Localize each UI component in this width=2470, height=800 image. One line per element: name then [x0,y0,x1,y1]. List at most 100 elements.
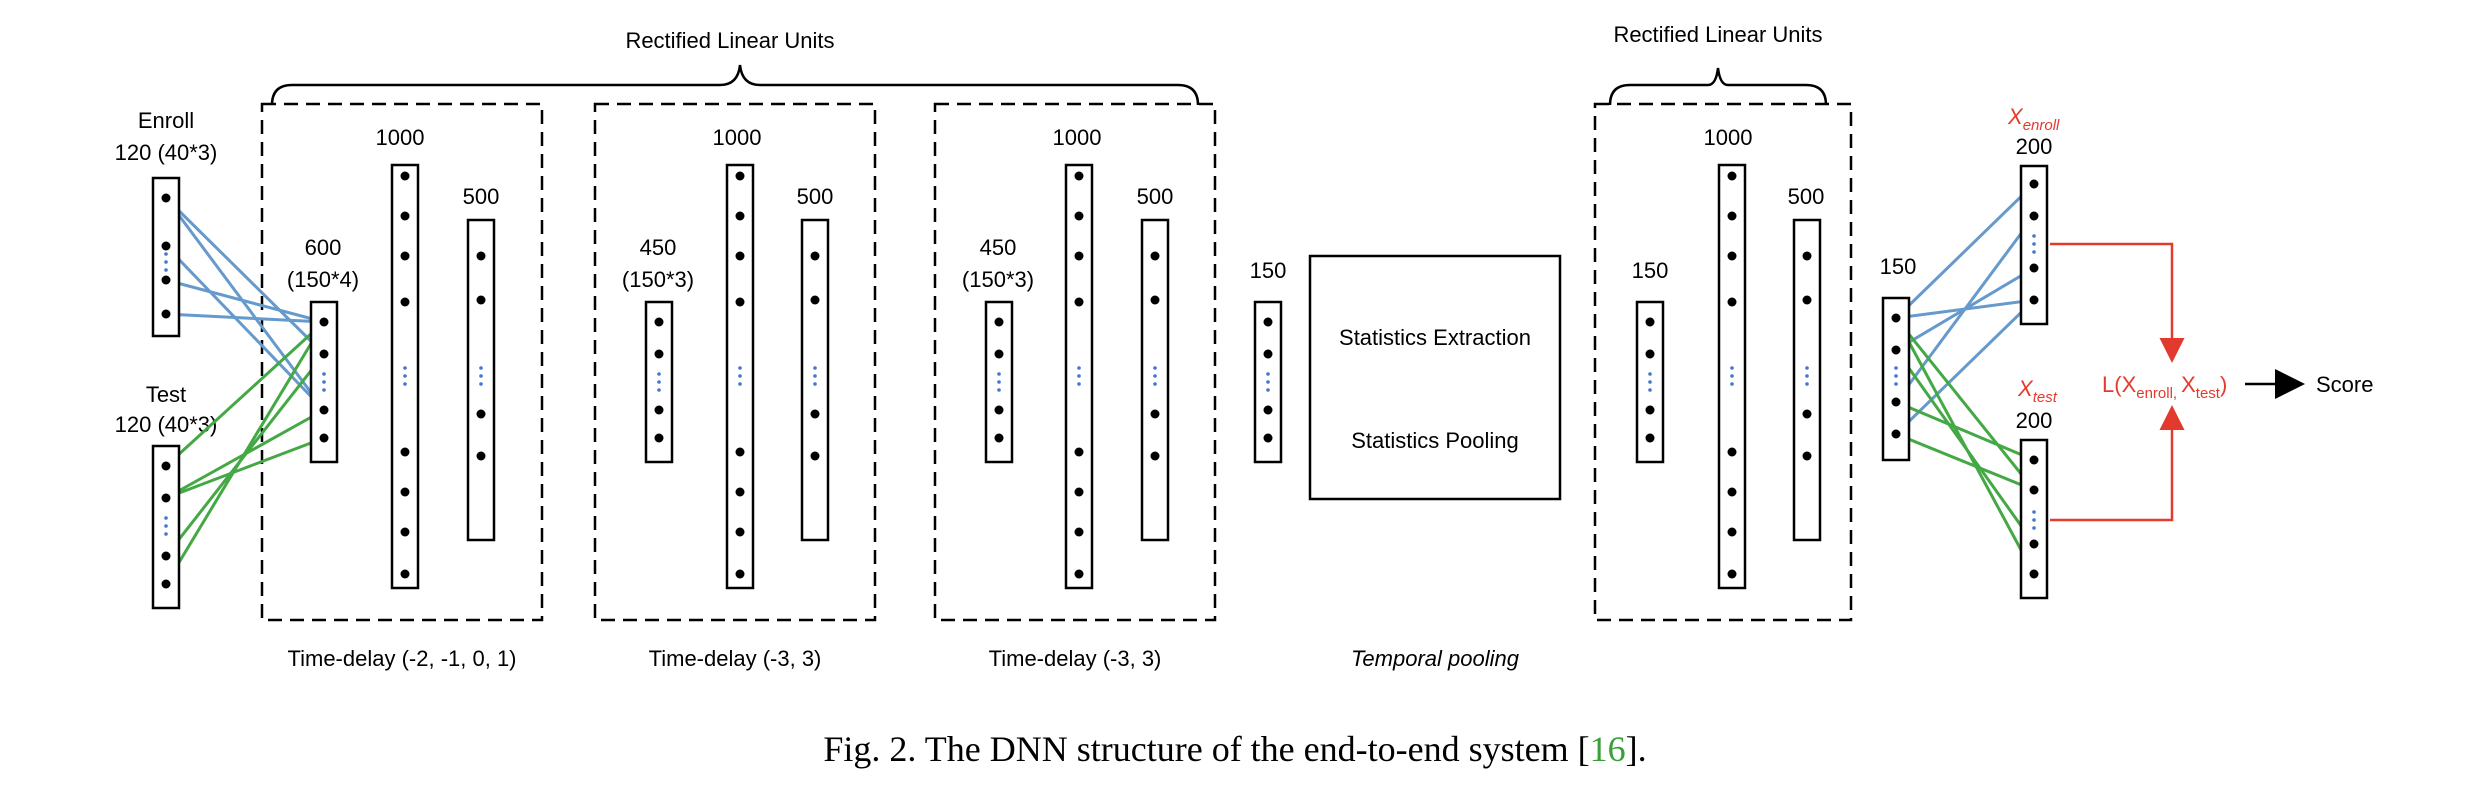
connection-line [1894,317,2036,491]
neuron-dot [994,433,1004,443]
b1-in-size: 600 [305,235,342,260]
layer-box [466,218,496,542]
b2-out-size: 500 [797,184,834,209]
neuron-dot [654,433,664,443]
b2-output-column [800,218,830,542]
b1-mid-size: 1000 [376,125,425,150]
b1-in-shape: (150*4) [287,267,359,292]
b3-out-size: 500 [1137,184,1174,209]
neuron-dot [1891,313,1901,323]
connection-line [164,196,326,356]
loss-label: L(Xenroll,Xtest) [2102,372,2227,402]
neuron-dot [1263,317,1273,327]
test-title: Test [146,382,186,407]
time-delay-block-2 [593,102,877,622]
embed-input-column [1881,296,1911,462]
neuron-dot [810,295,820,305]
ellipsis-dot [2032,510,2036,514]
neuron-dot [400,211,410,221]
neuron-dot [735,527,745,537]
neuron-dot [1150,251,1160,261]
connection-line [1895,432,2035,492]
ellipsis-dot [2032,518,2036,522]
connection-line [1895,298,2035,320]
enroll-input-column [151,176,181,338]
ellipsis-dot [1648,380,1652,384]
neuron-dot [2029,295,2039,305]
ellipsis-dot [164,252,168,256]
caption-reference-link[interactable]: 16 [1589,729,1626,769]
neuron-dot [476,295,486,305]
neuron-dot [1074,297,1084,307]
neuron-dot [161,579,171,589]
neuron-dot [735,297,745,307]
ellipsis-dot [322,372,326,376]
ellipsis-dot [1153,374,1157,378]
neuron-dot [1074,251,1084,261]
ellipsis-dot [1648,388,1652,392]
score-label: Score [2316,372,2373,397]
neuron-dot [400,171,410,181]
ellipsis-dot [997,372,1001,376]
neuron-dot [476,251,486,261]
neuron-dot [1645,433,1655,443]
neuron-dot [476,409,486,419]
neuron-dot [2029,179,2039,189]
neuron-dot [400,251,410,261]
neuron-dot [654,349,664,359]
neuron-dot [1263,349,1273,359]
neuron-dot [1263,433,1273,443]
b1-out-size: 500 [463,184,500,209]
b1-input-column [309,300,339,464]
ellipsis-dot [1730,382,1734,386]
neuron-dot [2029,569,2039,579]
x-enroll-label: Xenroll [2007,104,2060,134]
connection-line [165,278,325,324]
neuron-dot [400,297,410,307]
b3-hidden-column [1064,163,1094,590]
neuron-dot [161,493,171,503]
ellipsis-dot [479,366,483,370]
temporal-pooling-label: Temporal pooling [1351,646,1520,671]
embed-in-size: 150 [1880,254,1917,279]
enroll-embedding-column [2019,164,2049,326]
neuron-dot [1150,295,1160,305]
neuron-dot [1263,405,1273,415]
ellipsis-dot [1894,382,1898,386]
ellipsis-dot [657,380,661,384]
neuron-dot [2029,263,2039,273]
neuron-dot [319,405,329,415]
layer-box [800,218,830,542]
ellipsis-dot [2032,242,2036,246]
ellipsis-dot [657,372,661,376]
statistics-extraction-label: Statistics Extraction [1339,325,1531,350]
enroll-dims: 120 (40*3) [115,140,218,165]
test-input-column [151,444,181,610]
neuron-dot [1074,171,1084,181]
neuron-dot [1802,251,1812,261]
pool-input-column [1253,300,1283,464]
enroll-embed-size: 200 [2016,134,2053,159]
b1-hidden-column [390,163,420,590]
b3-mid-size: 1000 [1053,125,1102,150]
connections-layer [164,182,2036,585]
ellipsis-dot [2032,234,2036,238]
time-delay-block-3 [933,102,1217,622]
neuron-dot [1645,349,1655,359]
ellipsis-dot [479,382,483,386]
neuron-dot [161,275,171,285]
neuron-dot [1727,447,1737,457]
b4-mid-size: 1000 [1704,125,1753,150]
enroll-title: Enroll [138,108,194,133]
ellipsis-dot [322,388,326,392]
ellipsis-dot [322,380,326,384]
neuron-dot [319,433,329,443]
connection-line [1895,400,2035,462]
b3-in-shape: (150*3) [962,267,1034,292]
b4-output-column [1792,218,1822,542]
ellipsis-dot [997,380,1001,384]
ellipsis-dot [657,388,661,392]
ellipsis-dot [1077,382,1081,386]
neuron-dot [400,527,410,537]
